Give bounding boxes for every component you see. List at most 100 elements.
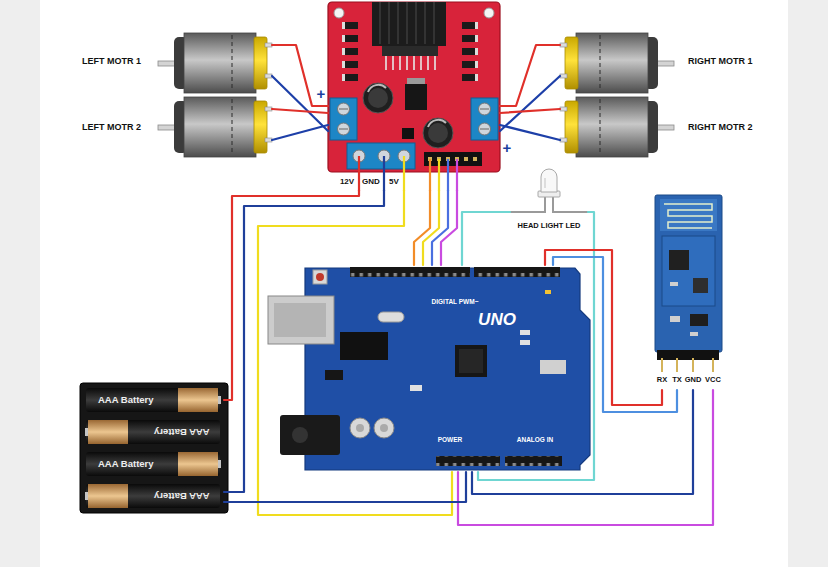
motor-driver-board	[447, 159, 449, 191]
motor-driver-board	[405, 78, 427, 110]
motor: RIGHT MOTR 2	[560, 96, 760, 160]
arduino-board	[540, 360, 566, 374]
motor-driver-board	[424, 152, 482, 166]
battery-label: AAA Battery	[154, 427, 210, 437]
arduino-board	[340, 332, 388, 360]
pin-label: VCC	[705, 376, 721, 384]
led-label: HEAD LIGHT LED	[518, 222, 581, 230]
motor-driver-board	[380, 2, 381, 44]
motor-driver-board	[473, 157, 477, 161]
motor-driver-board	[339, 129, 348, 130]
motor-driver-board	[402, 128, 414, 139]
motor-driver-board	[382, 46, 438, 56]
battery-cell: AAA Battery	[84, 388, 224, 412]
board-silkscreen: DIGITAL PWM~	[432, 299, 479, 306]
arduino-board	[436, 456, 500, 466]
board-silkscreen: POWER	[438, 437, 463, 444]
motor-label: RIGHT MOTR 1	[688, 57, 753, 66]
battery-holder	[86, 484, 220, 508]
bluetooth-module	[662, 236, 715, 306]
motor-driver-board	[338, 123, 350, 135]
wire	[272, 45, 328, 106]
arduino-board	[268, 296, 334, 344]
battery-holder	[178, 388, 218, 412]
motor-driver-board	[427, 56, 429, 70]
motor-driver-board	[462, 61, 478, 68]
motor-driver-board	[342, 61, 345, 68]
motor-driver-board	[359, 156, 457, 191]
battery-holder	[178, 452, 218, 476]
battery-holder	[86, 452, 220, 476]
motor-driver-board	[338, 103, 350, 115]
motor-driver-board	[342, 35, 358, 42]
motor-driver-board	[480, 129, 489, 130]
motor-driver-board	[479, 123, 491, 135]
motor-driver-board	[342, 22, 358, 29]
battery-holder	[218, 396, 221, 404]
wire	[258, 190, 452, 515]
wire	[478, 212, 594, 480]
arduino-board	[380, 424, 388, 432]
motor-driver-board	[434, 56, 436, 70]
led-symbol	[510, 196, 545, 212]
motor-driver-board	[358, 156, 360, 191]
led-symbol	[544, 178, 546, 188]
arduino-board	[410, 385, 422, 391]
arduino-board: DIGITAL PWM~UNOPOWERANALOG IN	[305, 265, 590, 472]
pin-label: RX	[657, 376, 667, 384]
bluetooth-module: RXTXGNDVCC	[650, 192, 728, 390]
bluetooth-module	[660, 199, 717, 231]
motor: LEFT MOTR 2	[78, 96, 272, 160]
arduino-board	[520, 330, 530, 335]
motor-driver-board	[479, 103, 491, 115]
bluetooth-module	[661, 358, 663, 372]
arduino-board	[474, 267, 560, 277]
motor-driver-board	[475, 74, 478, 81]
wire	[500, 45, 560, 106]
motor-driver-board	[342, 22, 345, 29]
motor-driver-board	[480, 109, 489, 110]
motor-driver-board	[464, 157, 468, 161]
motor-driver-board	[342, 74, 358, 81]
motor-driver-board	[424, 152, 482, 166]
arduino-board	[378, 312, 404, 322]
motor-label: LEFT MOTR 1	[82, 57, 141, 66]
arduino-board	[274, 303, 326, 337]
arduino-board	[325, 370, 343, 380]
motor-driver-board	[434, 2, 435, 44]
motor-driver-board	[475, 61, 478, 68]
motor-driver-board	[389, 2, 390, 44]
motor: LEFT MOTR 1	[78, 30, 272, 94]
motor-driver-board	[342, 74, 345, 81]
motor-label: RIGHT MOTR 2	[688, 123, 753, 132]
motor-driver-board: 12VGND5V	[328, 2, 500, 190]
polarity-mark: +	[502, 140, 513, 155]
bluetooth-module	[670, 316, 680, 322]
pin-label: TX	[672, 376, 682, 384]
motor-label: LEFT MOTR 2	[82, 123, 141, 132]
motor-driver-board	[484, 8, 494, 18]
motor-driver-board	[399, 56, 401, 70]
motor-driver-board	[423, 118, 453, 148]
motor-driver-board	[330, 98, 357, 140]
arduino-board	[350, 418, 370, 438]
wire	[472, 390, 693, 494]
motor-driver-board	[413, 56, 415, 70]
arduino-board	[268, 267, 590, 470]
arduino-board	[459, 349, 483, 373]
bluetooth-module	[690, 314, 708, 326]
motor-driver-board	[368, 88, 388, 108]
arduino-board	[545, 290, 551, 294]
battery-label: AAA Battery	[98, 459, 154, 469]
motor-driver-board	[372, 2, 446, 70]
arduino-board	[292, 427, 308, 443]
motor-driver-board	[475, 35, 478, 42]
dc-motor	[158, 33, 272, 93]
wire	[272, 125, 328, 140]
battery-holder	[88, 420, 128, 444]
arduino-board	[436, 456, 500, 466]
battery-cell: AAA Battery	[84, 420, 224, 444]
led-symbol	[510, 169, 588, 212]
